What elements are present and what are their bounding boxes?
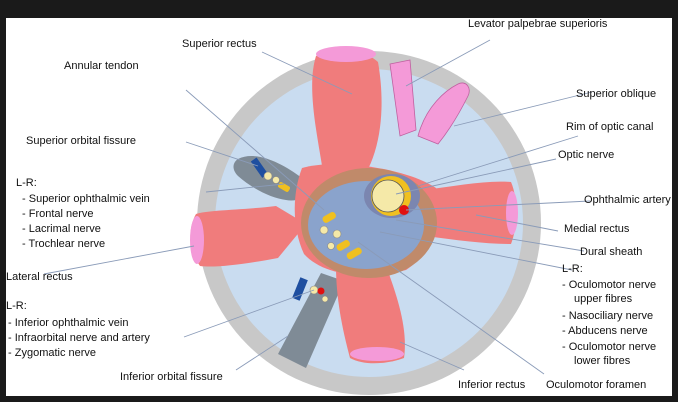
medial-rectus-end [506, 191, 518, 235]
label-inferior-orbital-fissure: Inferior orbital fissure [120, 371, 223, 383]
lacrimal-nerve [272, 176, 280, 184]
label-lateral-rectus: Lateral rectus [6, 271, 73, 283]
lateral-rectus-muscle [190, 206, 306, 267]
inferior-rectus-end [350, 347, 404, 361]
frontal-nerve [263, 171, 273, 181]
label-superior-oblique: Superior oblique [576, 88, 656, 100]
iof-item-3: - Zygomatic nerve [8, 347, 96, 359]
levator-muscle [389, 59, 417, 137]
optic-nerve-shape [371, 179, 405, 213]
nerve-dot-b [327, 242, 335, 250]
nasociliary-nerve [332, 229, 342, 239]
oculomotor-item-4b: lower fibres [574, 355, 631, 367]
label-superior-rectus: Superior rectus [182, 38, 257, 50]
label-medial-rectus: Medial rectus [564, 223, 630, 235]
label-rim-optic-canal: Rim of optic canal [566, 121, 653, 133]
label-optic-nerve: Optic nerve [558, 149, 614, 161]
superior-rectus-end [316, 46, 376, 62]
abducens-nerve [336, 240, 350, 251]
iof-item-2: - Infraorbital nerve and artery [8, 332, 150, 344]
infraorbital-artery [317, 287, 325, 295]
inferior-orbital-fissure-shape [278, 273, 344, 368]
iof-list-heading: L-R: [6, 300, 27, 312]
diagram-frame: Levator palpebrae superioris Superior re… [6, 18, 672, 396]
superior-orbital-fissure-shape [233, 156, 311, 201]
ophthalmic-artery-dot [399, 205, 409, 215]
oculomotor-item-2: - Nasociliary nerve [562, 310, 653, 322]
superior-ophthalmic-vein [250, 157, 269, 178]
oculomotor-item-1a: - Oculomotor nerve [562, 279, 656, 291]
sof-item-4: - Trochlear nerve [22, 238, 105, 250]
oculomotor-upper-fibres [322, 212, 336, 223]
nerve-dot-a [319, 225, 329, 235]
sof-item-1: - Superior ophthalmic vein [22, 193, 150, 205]
leader-lines [43, 39, 593, 375]
sof-list-heading: L-R: [16, 177, 37, 189]
sof-item-3: - Lacrimal nerve [22, 223, 101, 235]
superior-oblique-muscle [417, 82, 470, 145]
label-inferior-rectus: Inferior rectus [458, 379, 526, 391]
oculomotor-lower-fibres [346, 247, 362, 260]
oculomotor-item-3: - Abducens nerve [562, 325, 648, 337]
zygomatic-nerve [321, 295, 329, 303]
lateral-rectus-end [190, 216, 204, 264]
label-annular-tendon: Annular tendon [64, 60, 139, 72]
oculomotor-item-4a: - Oculomotor nerve [562, 341, 656, 353]
iof-item-1: - Inferior ophthalmic vein [8, 317, 128, 329]
inferior-ophthalmic-vein [292, 277, 308, 301]
label-superior-orbital-fissure: Superior orbital fissure [26, 135, 136, 147]
superior-rectus-muscle [312, 50, 382, 178]
inferior-rectus-muscle [336, 266, 405, 364]
label-ophthalmic-artery: Ophthalmic artery [584, 194, 671, 206]
oculomotor-item-1b: upper fibres [574, 293, 633, 305]
label-dural-sheath: Dural sheath [580, 246, 642, 258]
label-levator: Levator palpebrae superioris [468, 18, 608, 30]
sof-item-2: - Frontal nerve [22, 208, 94, 220]
orbit-diagram: Levator palpebrae superioris Superior re… [6, 18, 671, 395]
label-oculomotor-foramen: Oculomotor foramen [546, 379, 646, 391]
oculomotor-list-heading: L-R: [562, 263, 583, 275]
